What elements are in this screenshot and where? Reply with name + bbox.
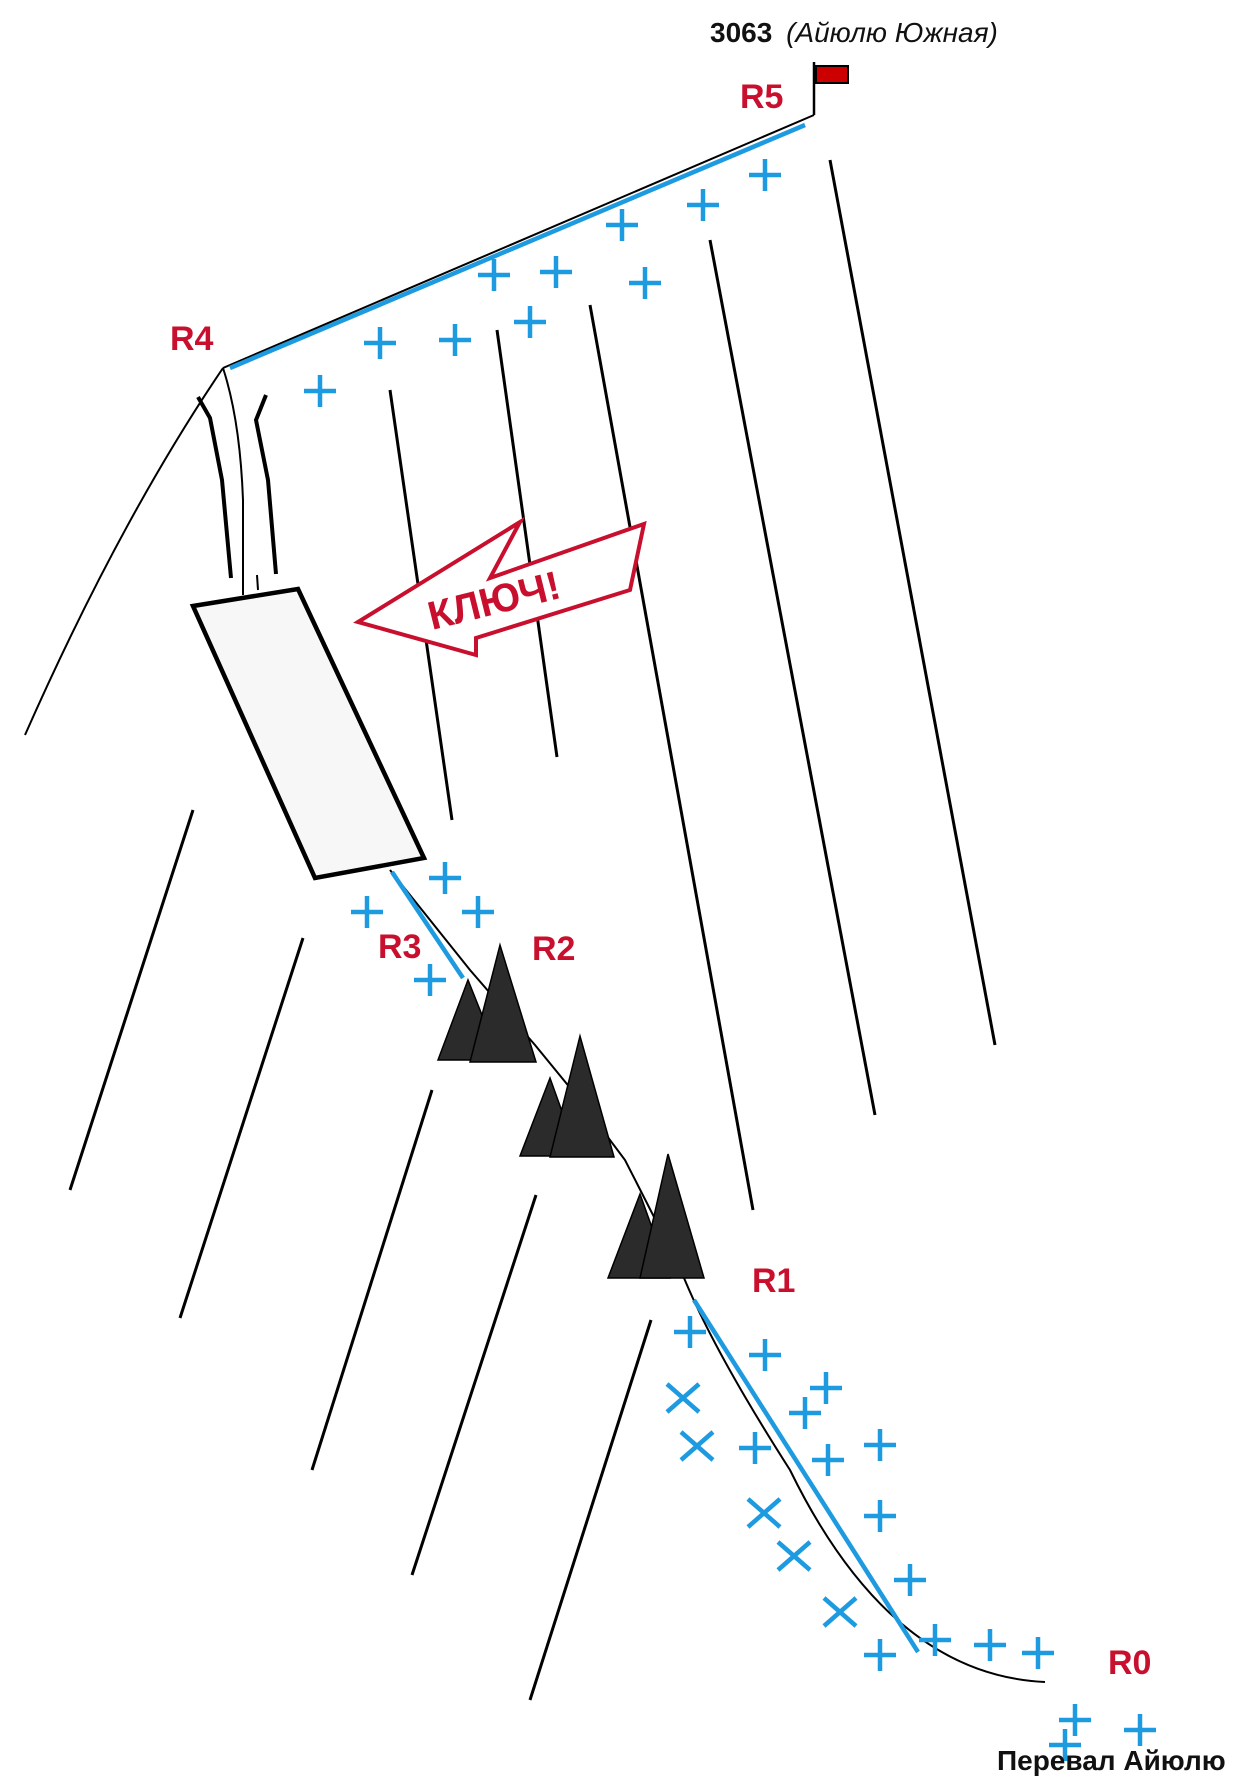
ice-anchor-x-icon xyxy=(679,1430,715,1462)
ice-screw-cross-icon xyxy=(540,256,572,288)
pass-label: Перевал Айюлю xyxy=(997,1745,1226,1776)
ice-screw-cross-icon xyxy=(606,209,638,241)
ice-screw-cross-icon xyxy=(749,159,781,191)
ice-screw-cross-icon xyxy=(514,306,546,338)
ice-screw-cross-icon xyxy=(1124,1714,1156,1746)
ice-screw-cross-icon xyxy=(864,1429,896,1461)
ice-anchor-x-icon xyxy=(665,1382,701,1414)
ice-screw-cross-icon xyxy=(1059,1704,1091,1736)
key-arrow-icon xyxy=(353,516,647,658)
point-label-r3: R3 xyxy=(378,928,421,966)
ice-screw-cross-icon xyxy=(812,1444,844,1476)
rock-towers xyxy=(436,942,705,1279)
ice-screw-cross-icon xyxy=(351,896,383,928)
rock-tower-icon xyxy=(639,1153,705,1279)
ice-screw-cross-icon xyxy=(864,1639,896,1671)
protection-marks xyxy=(304,159,1156,1761)
ice-screw-cross-icon xyxy=(478,259,510,291)
ice-screw-cross-icon xyxy=(462,896,494,928)
ice-screw-cross-icon xyxy=(894,1564,926,1596)
ice-screw-cross-icon xyxy=(414,964,446,996)
ice-screw-cross-icon xyxy=(919,1624,951,1656)
ice-screw-cross-icon xyxy=(687,189,719,221)
summit-height: 3063 xyxy=(710,17,772,48)
ice-screw-cross-icon xyxy=(1049,1729,1081,1761)
summit-flag-icon xyxy=(815,65,849,84)
ridge-outline xyxy=(24,62,1046,1683)
ice-screw-cross-icon xyxy=(1022,1637,1054,1669)
fixed-ropes xyxy=(229,122,920,1654)
ice-screw-cross-icon xyxy=(629,267,661,299)
summit-name: (Айюлю Южная) xyxy=(786,17,998,48)
point-label-r0: R0 xyxy=(1108,1644,1151,1682)
ice-screw-cross-icon xyxy=(674,1316,706,1348)
point-label-r4: R4 xyxy=(170,320,214,358)
ice-anchor-x-icon xyxy=(776,1540,812,1572)
ice-anchor-x-icon xyxy=(746,1497,782,1529)
ice-anchor-x-icon xyxy=(822,1596,858,1628)
rock-tower-icon xyxy=(469,942,538,1063)
point-label-r5: R5 xyxy=(740,78,783,116)
ice-screw-cross-icon xyxy=(739,1432,771,1464)
ice-screw-cross-icon xyxy=(364,327,396,359)
point-label-r2: R2 xyxy=(532,930,575,968)
ice-screw-cross-icon xyxy=(749,1339,781,1371)
ice-screw-cross-icon xyxy=(864,1500,896,1532)
point-label-r1: R1 xyxy=(752,1262,795,1300)
summit-label: 3063 (Айюлю Южная) xyxy=(710,17,998,48)
ice-screw-cross-icon xyxy=(789,1397,821,1429)
ice-screw-cross-icon xyxy=(810,1372,842,1404)
ice-screw-cross-icon xyxy=(304,375,336,407)
wall-section xyxy=(189,586,428,881)
ice-screw-cross-icon xyxy=(974,1629,1006,1661)
ice-screw-cross-icon xyxy=(429,862,461,894)
rock-tower-icon xyxy=(549,1033,615,1158)
ice-screw-cross-icon xyxy=(439,324,471,356)
